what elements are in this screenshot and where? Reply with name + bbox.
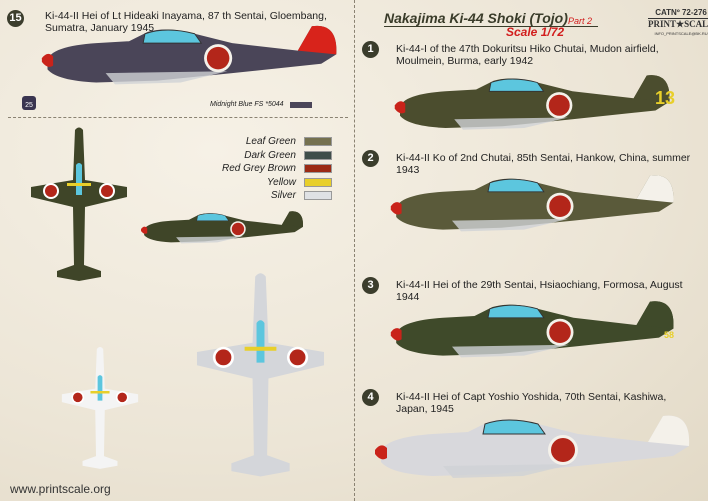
aircraft-profile-15 [40,22,340,98]
profile-number-15: 15 [7,10,24,27]
aircraft-top-view-green [28,125,130,295]
midnight-blue-swatch: Midnight Blue FS *5044 [210,101,312,108]
profile-caption-4: Ki-44-II Hei of Capt Yoshio Yoshida, 70t… [396,391,667,415]
color-swatch [303,137,332,147]
legend-label: Dark Green [244,149,296,161]
color-swatch [303,150,332,160]
legend-item-dark-green: Dark Green [222,149,332,163]
profile-caption-3: Ki-44-II Hei of the 29th Sentai, Hsiaoch… [396,279,683,303]
profile-number-2: 2 [362,150,379,167]
scale-label: Scale 1/72 [506,25,565,39]
catalog-block: CATNº 72-276 PRINT★SCALE INFO_PRINTSCALE… [648,8,708,39]
aircraft-profile-3 [368,298,698,370]
color-swatch [303,164,332,174]
legend-item-silver: Silver [222,189,332,203]
profile-number-4: 4 [362,389,379,406]
center-divider [354,0,355,501]
profile-caption-15: Ki-44-II Hei of Lt Hideaki Inayama, 87 t… [45,10,327,34]
legend-label: Red Grey Brown [222,163,296,175]
part-label: Part 2 [568,16,593,26]
legend-label: Leaf Green [245,136,296,148]
aircraft-top-view-white [60,345,140,480]
brand-logo: PRINT★SCALE [648,18,708,29]
profile-number-1: 1 [362,41,379,58]
color-swatch [289,101,312,108]
contact-email: INFO_PRINTSCALE@BK.RU [654,31,708,36]
color-swatch [303,191,332,201]
tail-code-58: 58 [664,330,675,340]
legend-label: Silver [270,190,296,202]
aircraft-top-view-silver [188,270,333,495]
section-divider [8,117,348,118]
legend-item-red-grey-brown: Red Grey Brown [222,162,332,176]
website-link[interactable]: www.printscale.org [10,482,111,496]
tail-code-13: 13 [655,88,676,108]
aircraft-profile-4 [368,412,698,492]
aircraft-profile-1 [368,72,698,142]
page-title: Nakajima Ki-44 Shoki (Tojo) [384,10,598,27]
profile-caption-1: Ki-44-I of the 47th Dokuritsu Hiko Chuta… [396,43,659,67]
profile-number-3: 3 [362,277,379,294]
legend-item-yellow: Yellow [222,176,332,190]
catalog-number: CATNº 72-276 [655,8,707,17]
midnight-blue-label: Midnight Blue FS *5044 [210,101,284,108]
color-legend: Leaf Green Dark Green Red Grey Brown Yel… [222,135,332,203]
tail-code-25: 25 [22,96,36,110]
aircraft-side-view-green [140,205,305,255]
legend-item-leaf-green: Leaf Green [222,135,332,149]
legend-label: Yellow [267,176,296,188]
profile-caption-2: Ki-44-II Ko of 2nd Chutai, 85th Sentai, … [396,152,691,176]
aircraft-profile-2 [368,172,698,244]
color-swatch [303,177,332,187]
